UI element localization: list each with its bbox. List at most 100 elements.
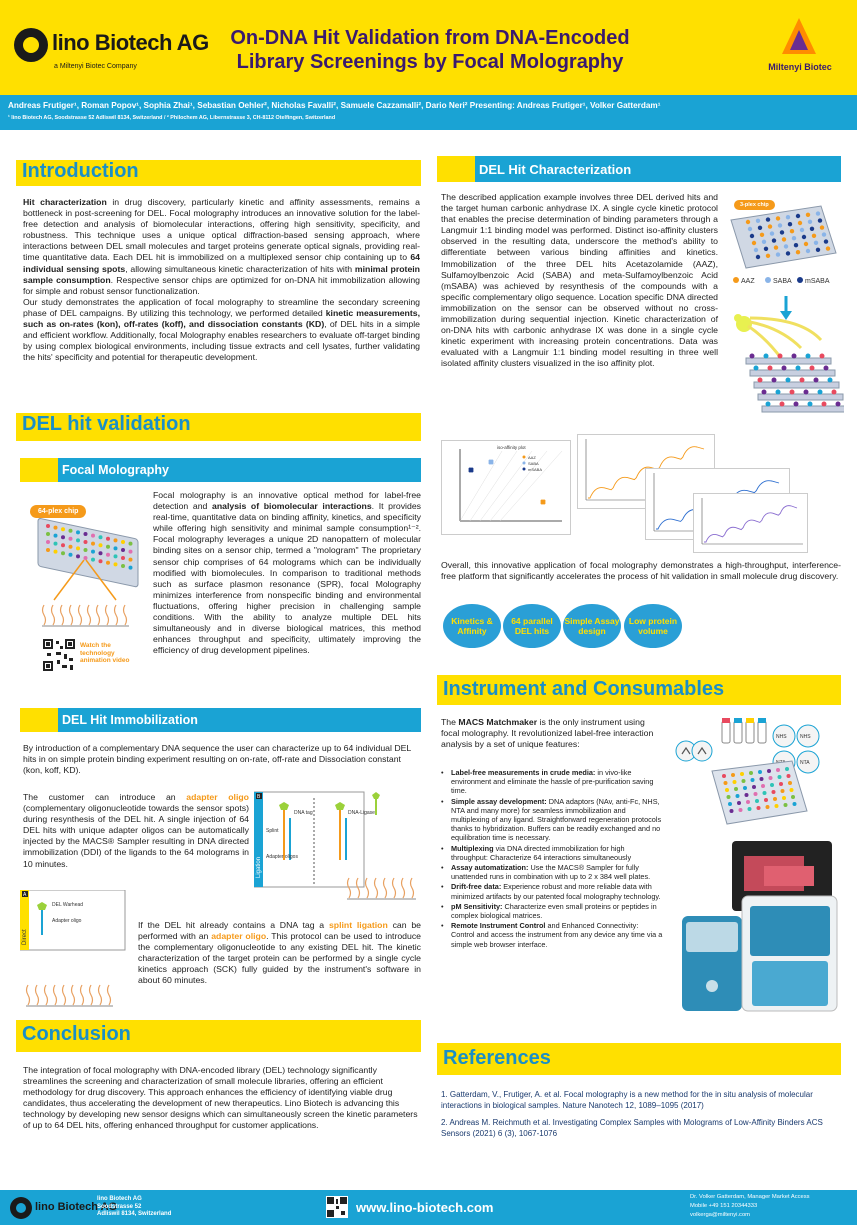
focal-span-1: Focal molography is an innovative optica… bbox=[153, 490, 421, 512]
mologram-spot bbox=[98, 543, 103, 548]
introduction-heading: Introduction bbox=[16, 160, 421, 186]
mologram-spot bbox=[61, 551, 65, 556]
legend-marker bbox=[765, 277, 771, 283]
mologram-spot bbox=[76, 530, 80, 535]
grid-spot bbox=[729, 809, 734, 813]
title-line-2: Library Screenings by Focal Molography bbox=[236, 51, 624, 73]
sensor-spot bbox=[803, 241, 809, 247]
conclusion-heading-text: Conclusion bbox=[22, 1023, 131, 1045]
immob-b2: splint ligation bbox=[328, 920, 388, 930]
mologram-spot bbox=[76, 538, 80, 543]
partner-name: Miltenyi Biotec bbox=[768, 62, 832, 72]
layer bbox=[753, 381, 840, 389]
vial-cap bbox=[722, 718, 730, 723]
layer-marker bbox=[827, 377, 833, 383]
layer-marker bbox=[767, 365, 773, 371]
characterization-heading: DEL Hit Characterization bbox=[437, 156, 841, 182]
kinetics-plot-3-svg bbox=[701, 498, 803, 545]
layer-marker bbox=[809, 365, 815, 371]
immob-b4: adapter oligo bbox=[211, 931, 267, 942]
feature-text: via DNA directed immobilization for high… bbox=[451, 843, 632, 862]
instrument-feature-list: Label-free measurements in crude media: … bbox=[441, 768, 663, 950]
sensor-spot bbox=[775, 216, 781, 221]
mologram-spot bbox=[106, 560, 110, 565]
mologram-spot bbox=[91, 549, 95, 554]
layer-marker bbox=[765, 401, 771, 407]
layer-marker bbox=[831, 389, 837, 395]
intro-bold-3: minimal protein sample consumption bbox=[23, 263, 420, 285]
references-heading: References bbox=[437, 1043, 841, 1075]
feature-circle-protein: Low protein volume bbox=[624, 604, 682, 648]
dna-strand bbox=[70, 984, 76, 1006]
intro-bold-1: Hit characterization bbox=[23, 197, 107, 207]
dna-strand bbox=[355, 877, 361, 899]
intro-bold-4: kinetic measurements, such as on-rates (… bbox=[23, 307, 420, 330]
miltenyi-logo-inner bbox=[790, 30, 808, 50]
grid-spot bbox=[767, 769, 771, 773]
dna-strand bbox=[122, 604, 128, 626]
layer-marker bbox=[789, 389, 795, 395]
introduction-heading-text: Introduction bbox=[22, 160, 139, 182]
focal-span-2: . It provides real-time, quantitative da… bbox=[153, 501, 421, 656]
mologram-spot bbox=[91, 533, 95, 538]
layer-marker bbox=[795, 365, 801, 371]
grid-spot bbox=[776, 768, 780, 772]
grid-spot bbox=[726, 795, 731, 799]
instrument-intro-b: MACS Matchmaker bbox=[458, 717, 538, 727]
legend-marker bbox=[522, 455, 526, 459]
grid-spot bbox=[785, 767, 789, 771]
mologram-spot bbox=[53, 549, 58, 554]
feature-head: Remote Instrument Control bbox=[451, 921, 546, 931]
dna-strand bbox=[68, 604, 74, 626]
vial bbox=[757, 720, 767, 744]
qr-code[interactable] bbox=[42, 638, 76, 672]
footer-contact: Dr. Volker Gatterdam, Manager Market Acc… bbox=[690, 1193, 810, 1220]
mologram-spot bbox=[121, 564, 125, 568]
qr-caption[interactable]: Watch the technology animation video bbox=[80, 642, 130, 664]
intro-span-4: Our study demonstrates the application o… bbox=[23, 296, 420, 318]
sensor-spot bbox=[747, 226, 753, 232]
grid-spot bbox=[749, 771, 753, 775]
footer-qr-code[interactable] bbox=[326, 1196, 348, 1218]
conclusion-text: The integration of focal molography with… bbox=[23, 1065, 418, 1131]
grid-spot bbox=[750, 778, 755, 782]
data-point bbox=[490, 461, 494, 465]
grid-spot bbox=[741, 779, 746, 783]
mologram-spot bbox=[106, 536, 110, 541]
sensor-spot bbox=[813, 240, 819, 245]
adaptor-icon bbox=[697, 746, 707, 755]
dna-strand bbox=[391, 877, 397, 899]
feature-item: pM Sensitivity: Characterize even small … bbox=[441, 902, 663, 920]
sensor-spot bbox=[795, 250, 801, 255]
subhead-blue bbox=[475, 156, 841, 182]
layer-marker bbox=[779, 401, 785, 407]
mologram-spot bbox=[113, 562, 118, 567]
focal-molography-text: Focal molography is an innovative optica… bbox=[153, 490, 421, 656]
mologram-spot bbox=[68, 552, 73, 557]
sensor-spot bbox=[779, 230, 785, 235]
feature-item: Remote Instrument Control and Enhanced C… bbox=[441, 921, 663, 949]
dna-strand bbox=[97, 984, 103, 1006]
feature-head: Simple assay development: bbox=[451, 796, 547, 806]
poster-title: On-DNA Hit Validation from DNA-Encoded L… bbox=[190, 26, 670, 74]
feature-text: and Enhanced Connectivity: Control and a… bbox=[451, 921, 663, 949]
mologram-spot bbox=[68, 536, 73, 541]
grid-spot bbox=[788, 781, 792, 785]
dna-strand bbox=[34, 984, 40, 1006]
feature-item: Assay automatization: Use the MACS® Samp… bbox=[441, 863, 663, 881]
sensor-spot bbox=[765, 253, 771, 258]
legend-label: AAZ bbox=[741, 278, 755, 285]
legend-marker bbox=[797, 277, 803, 283]
subhead-yellow bbox=[20, 708, 58, 732]
dna-strand bbox=[106, 984, 112, 1006]
grid-spot bbox=[755, 799, 759, 803]
contact-email[interactable]: volkerga@miltenyi.com bbox=[690, 1212, 751, 1218]
sensor-spot bbox=[745, 219, 751, 225]
mologram-spot bbox=[46, 532, 50, 536]
footer-website-link[interactable]: www.lino-biotech.com bbox=[356, 1200, 494, 1215]
sensor-spot bbox=[781, 237, 787, 242]
mologram-spot bbox=[128, 565, 133, 570]
figure-label: DNA-Ligase bbox=[348, 810, 375, 816]
svg-text:B: B bbox=[257, 794, 261, 800]
feature-head: Drift-free data: bbox=[451, 882, 502, 892]
